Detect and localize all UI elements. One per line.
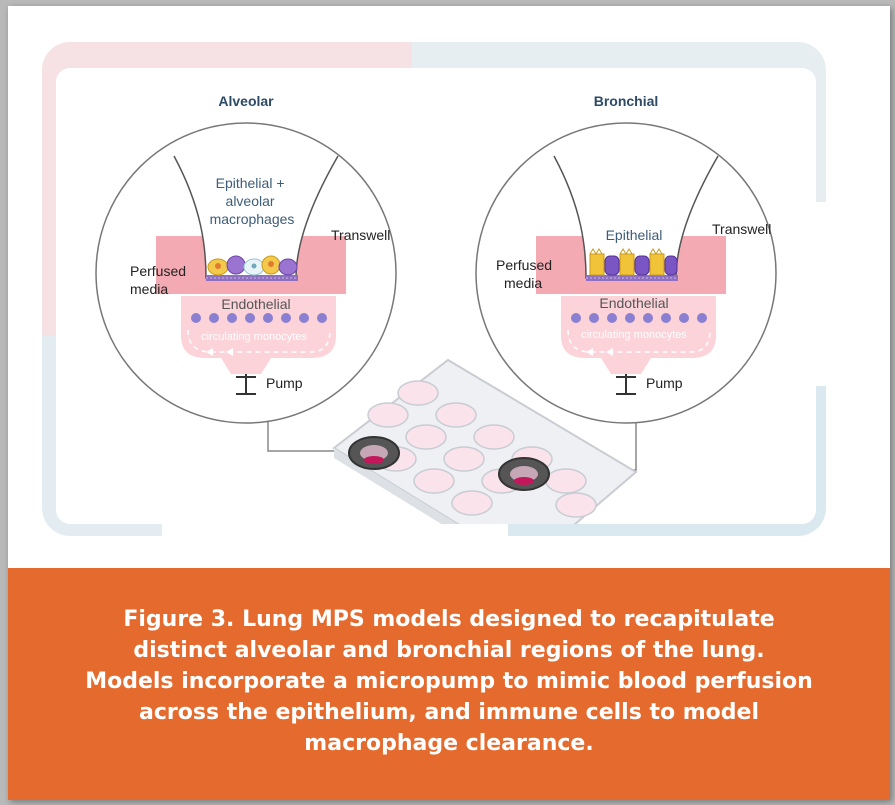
cell-label-alveolar: Epithelial + alveolar macrophages (210, 175, 295, 227)
transwell-label-alveolar: Transwell (331, 227, 390, 243)
endothelial-label-bronchial: Endothelial (599, 295, 668, 311)
endothelial-channel-bronchial (561, 296, 716, 374)
monocytes-label-bronchial: circulating monocytes (581, 329, 687, 341)
alveolar-cells (207, 255, 298, 276)
pump-icon-bronchial (616, 374, 636, 395)
caption-line: Figure 3. Lung MPS models designed to re… (123, 606, 775, 632)
panel-title-bronchial: Bronchial (594, 93, 659, 109)
figure-caption: Figure 3. Lung MPS models designed to re… (34, 604, 864, 759)
monocytes-label-alveolar: circulating monocytes (201, 331, 307, 343)
caption-line: distinct alveolar and bronchial regions … (133, 637, 765, 663)
pump-label-bronchial: Pump (646, 375, 683, 391)
caption-line: macrophage clearance. (304, 730, 594, 756)
figure-frame: Alveolar (8, 6, 890, 800)
panel-title-alveolar: Alveolar (218, 93, 274, 109)
bronchial-cells (589, 248, 678, 276)
endothelial-label-alveolar: Endothelial (221, 296, 290, 312)
cell-label-bronchial: Epithelial (606, 227, 663, 243)
highlighted-well-right (498, 457, 550, 491)
endothelial-channel-alveolar (181, 296, 336, 374)
well-plate (332, 358, 638, 524)
figure-caption-banner: Figure 3. Lung MPS models designed to re… (8, 568, 890, 800)
perfused-media-label-alveolar: Perfused media (130, 263, 190, 297)
caption-line: across the epithelium, and immune cells … (139, 699, 759, 725)
pump-icon-alveolar (236, 374, 256, 395)
perfused-media-label-bronchial: Perfused media (496, 257, 556, 291)
lung-mps-diagram: Alveolar (95, 93, 777, 524)
highlighted-well-left (348, 436, 400, 470)
circulating-monocytes-bronchial (571, 313, 707, 323)
diagram-panel: Alveolar (56, 68, 816, 524)
caption-line: Models incorporate a micropump to mimic … (85, 668, 813, 694)
circulating-monocytes-alveolar (191, 313, 327, 323)
pump-label-alveolar: Pump (266, 375, 303, 391)
transwell-label-bronchial: Transwell (712, 221, 771, 237)
